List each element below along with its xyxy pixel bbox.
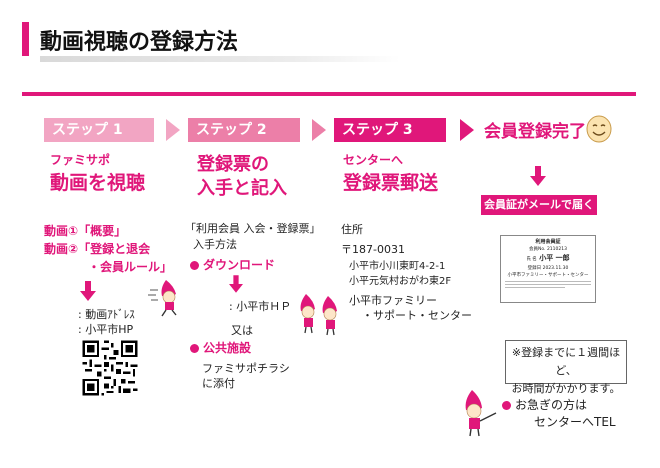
qr-code[interactable] bbox=[80, 338, 140, 398]
step2-facility-b: に添付 bbox=[202, 375, 235, 391]
complete-down-arrow-icon bbox=[530, 166, 546, 186]
step1-down-arrow-icon bbox=[80, 281, 96, 301]
section-divider bbox=[22, 92, 636, 96]
step1-video2-title-line2: ・会員ルール」 bbox=[88, 258, 172, 275]
member-card: 利用会員証 会員No. 2110213 氏 名 小平 一郎 登録日 2023.1… bbox=[500, 235, 596, 303]
step2-facility: 公共施設 bbox=[190, 339, 251, 356]
step1-video2-title: 「登録と退会 bbox=[78, 242, 150, 256]
step2-or: 又は bbox=[231, 322, 253, 338]
card-email-badge: 会員証がメールで届く bbox=[481, 195, 597, 215]
step1-video2: 動画②「登録と退会 bbox=[44, 240, 150, 257]
urgent-line2: センターへTEL bbox=[534, 413, 616, 430]
title-accent-bar bbox=[22, 22, 29, 56]
step1-video1-prefix: 動画① bbox=[44, 224, 78, 238]
step3-address-label: 住所 bbox=[341, 221, 363, 237]
step2-download: ダウンロード bbox=[190, 256, 275, 273]
registration-note: ※登録までに１週間ほど、 お時間がかかります。 bbox=[505, 340, 627, 384]
note-line1: ※登録までに１週間ほど、 bbox=[508, 344, 624, 380]
step3-addr1: 小平市小川東町4-2-1 bbox=[349, 257, 445, 272]
step3-heading-line2: 登録票郵送 bbox=[343, 168, 438, 195]
complete-label: 会員登録完了 bbox=[484, 117, 586, 142]
step2-intro-a: 「利用会員 入会・登録票」 bbox=[185, 220, 321, 236]
step1-video1: 動画①「概要」 bbox=[44, 222, 126, 239]
step1-heading-line2: 動画を視聴 bbox=[50, 168, 145, 195]
step3-addr2: 小平元気村おがわ東2F bbox=[349, 272, 451, 287]
urgent-line1-text: お急ぎの方は bbox=[515, 398, 587, 412]
step1-address-line: : 動画ｱﾄﾞﾚｽ bbox=[78, 306, 135, 322]
card-date-label: 登録日 bbox=[528, 266, 542, 271]
step2-facility-label: 公共施設 bbox=[203, 341, 251, 355]
step2-download-label: ダウンロード bbox=[203, 258, 275, 272]
facility-bullet-icon bbox=[190, 344, 199, 353]
mascot-running-icon bbox=[148, 278, 186, 318]
step3-header: ステップ 3 bbox=[334, 118, 446, 142]
step2-arrow bbox=[312, 119, 326, 141]
step2-intro-b: 入手方法 bbox=[193, 236, 237, 252]
step3-center-b: ・サポート・センター bbox=[362, 307, 472, 323]
smiley-face-icon bbox=[585, 114, 613, 144]
step2-down-arrow-icon bbox=[229, 275, 243, 293]
mascot-pointing-icon bbox=[458, 388, 502, 438]
card-member-no: 2110213 bbox=[547, 247, 567, 252]
step2-facility-a: ファミサポチラシ bbox=[202, 360, 290, 376]
step3-postal: 〒187-0031 bbox=[341, 241, 405, 257]
step1-heading-line1: ファミサポ bbox=[50, 151, 110, 168]
step3-arrow bbox=[460, 119, 474, 141]
card-org: 小平市ファミリー・サポート・センター bbox=[505, 272, 591, 279]
step1-video1-title: 「概要」 bbox=[78, 224, 126, 238]
card-member-no-label: 会員No. bbox=[529, 247, 545, 252]
title-underline bbox=[40, 56, 400, 62]
step1-site-line: : 小平市HP bbox=[78, 321, 133, 337]
download-bullet-icon bbox=[190, 261, 199, 270]
step2-header: ステップ 2 bbox=[188, 118, 300, 142]
card-title: 利用会員証 bbox=[505, 239, 591, 246]
card-date: 2023.11.30 bbox=[543, 266, 569, 271]
step1-video2-prefix: 動画② bbox=[44, 242, 78, 256]
page-title: 動画視聴の登録方法 bbox=[40, 24, 238, 56]
step2-heading-line1: 登録票の bbox=[197, 150, 269, 176]
step1-header: ステップ 1 bbox=[44, 118, 154, 142]
urgent-bullet-icon bbox=[502, 401, 511, 410]
card-name-label: 氏 名 bbox=[526, 257, 536, 262]
step2-heading-line2: 入手と記入 bbox=[197, 174, 287, 200]
step3-center-a: 小平市ファミリー bbox=[349, 292, 437, 308]
urgent-line1: お急ぎの方は bbox=[502, 396, 587, 413]
mascot-pair-icon bbox=[296, 292, 344, 336]
step3-heading-line1: センターへ bbox=[343, 151, 403, 168]
step1-arrow bbox=[166, 119, 180, 141]
step2-download-source: : 小平市ＨＰ bbox=[229, 298, 291, 314]
card-name: 小平 一郎 bbox=[539, 254, 569, 262]
